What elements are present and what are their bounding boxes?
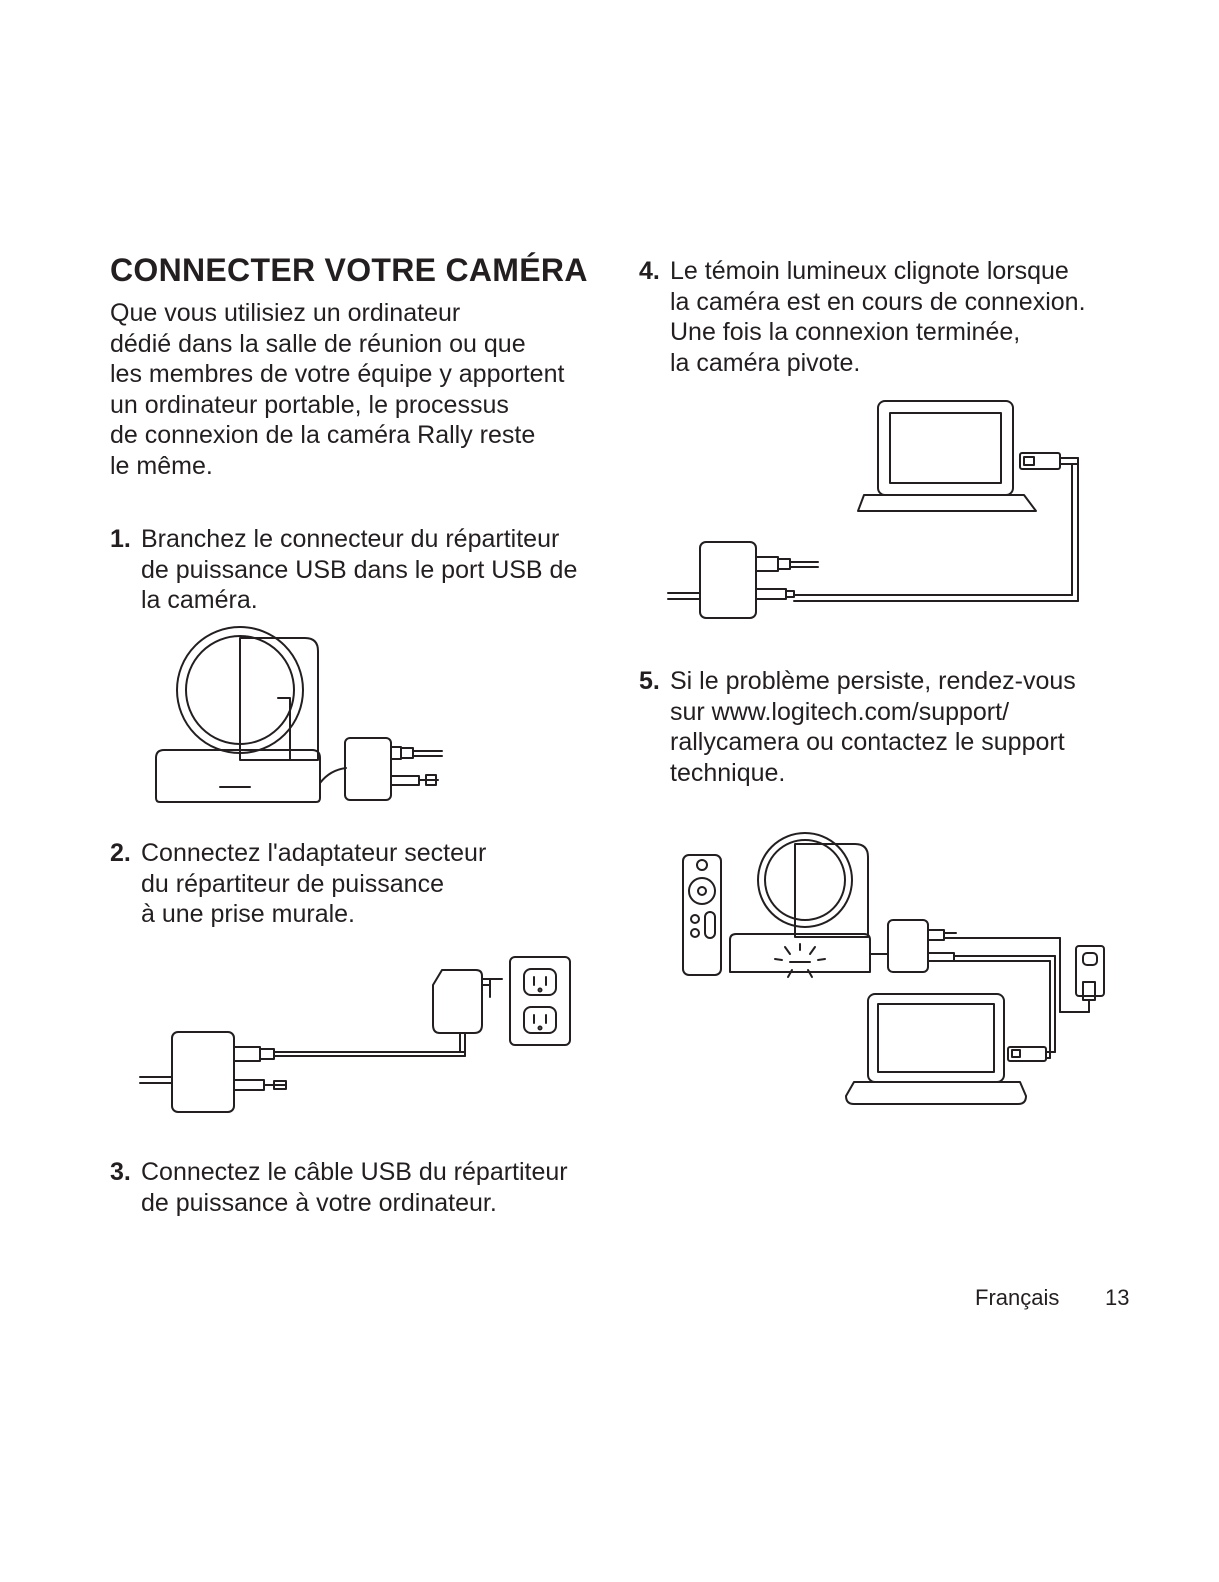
step-line: Connectez le câble USB du répartiteur xyxy=(141,1158,568,1186)
footer-language: Français xyxy=(975,1285,1060,1310)
step-line: rallycamera ou contactez le support xyxy=(670,728,1065,756)
step-number: 3. xyxy=(110,1158,131,1186)
step-line: la caméra est en cours de connexion. xyxy=(670,287,1086,316)
step-line: technique. xyxy=(670,758,786,787)
step-line: la caméra. xyxy=(141,586,258,614)
step-line: de puissance USB dans le port USB de xyxy=(141,555,578,584)
wall-outlet-illustration xyxy=(140,955,572,1115)
intro-line: le même. xyxy=(110,451,213,480)
camera-hub-illustration xyxy=(150,620,450,805)
step-line: à une prise murale. xyxy=(141,900,356,928)
full-setup-illustration xyxy=(680,822,1120,1110)
intro-line: dédié dans la salle de réunion ou que xyxy=(110,329,526,358)
laptop-hub-illustration xyxy=(668,398,1083,623)
step-number: 1. xyxy=(110,525,131,553)
step-line: Branchez le connecteur du répartiteur xyxy=(141,525,560,553)
step-line: du répartiteur de puissance xyxy=(141,869,444,898)
step-number: 4. xyxy=(639,257,660,285)
step-number: 2. xyxy=(110,839,131,867)
step-line: Une fois la connexion terminée, xyxy=(670,318,1021,346)
step-line: de puissance à votre ordinateur. xyxy=(141,1188,497,1217)
step-line: Le témoin lumineux clignote lorsque xyxy=(670,257,1069,285)
step-number: 5. xyxy=(639,667,660,695)
intro-line: Que vous utilisiez un ordinateur xyxy=(110,299,461,327)
page-number: 13 xyxy=(1105,1285,1130,1310)
step-line: Si le problème persiste, rendez-vous xyxy=(670,667,1076,695)
step-line: sur www.logitech.com/support/ xyxy=(670,697,1010,726)
intro-line: les membres de votre équipe y apportent xyxy=(110,360,565,388)
step-line: Connectez l'adaptateur secteur xyxy=(141,839,487,867)
intro-paragraph: Que vous utilisiez un ordinateur dédié d… xyxy=(110,298,564,481)
step-line: la caméra pivote. xyxy=(670,348,861,377)
page-title: CONNECTER VOTRE CAMÉRA xyxy=(110,252,588,288)
intro-line: un ordinateur portable, le processus xyxy=(110,390,509,419)
intro-line: de connexion de la caméra Rally reste xyxy=(110,421,536,449)
